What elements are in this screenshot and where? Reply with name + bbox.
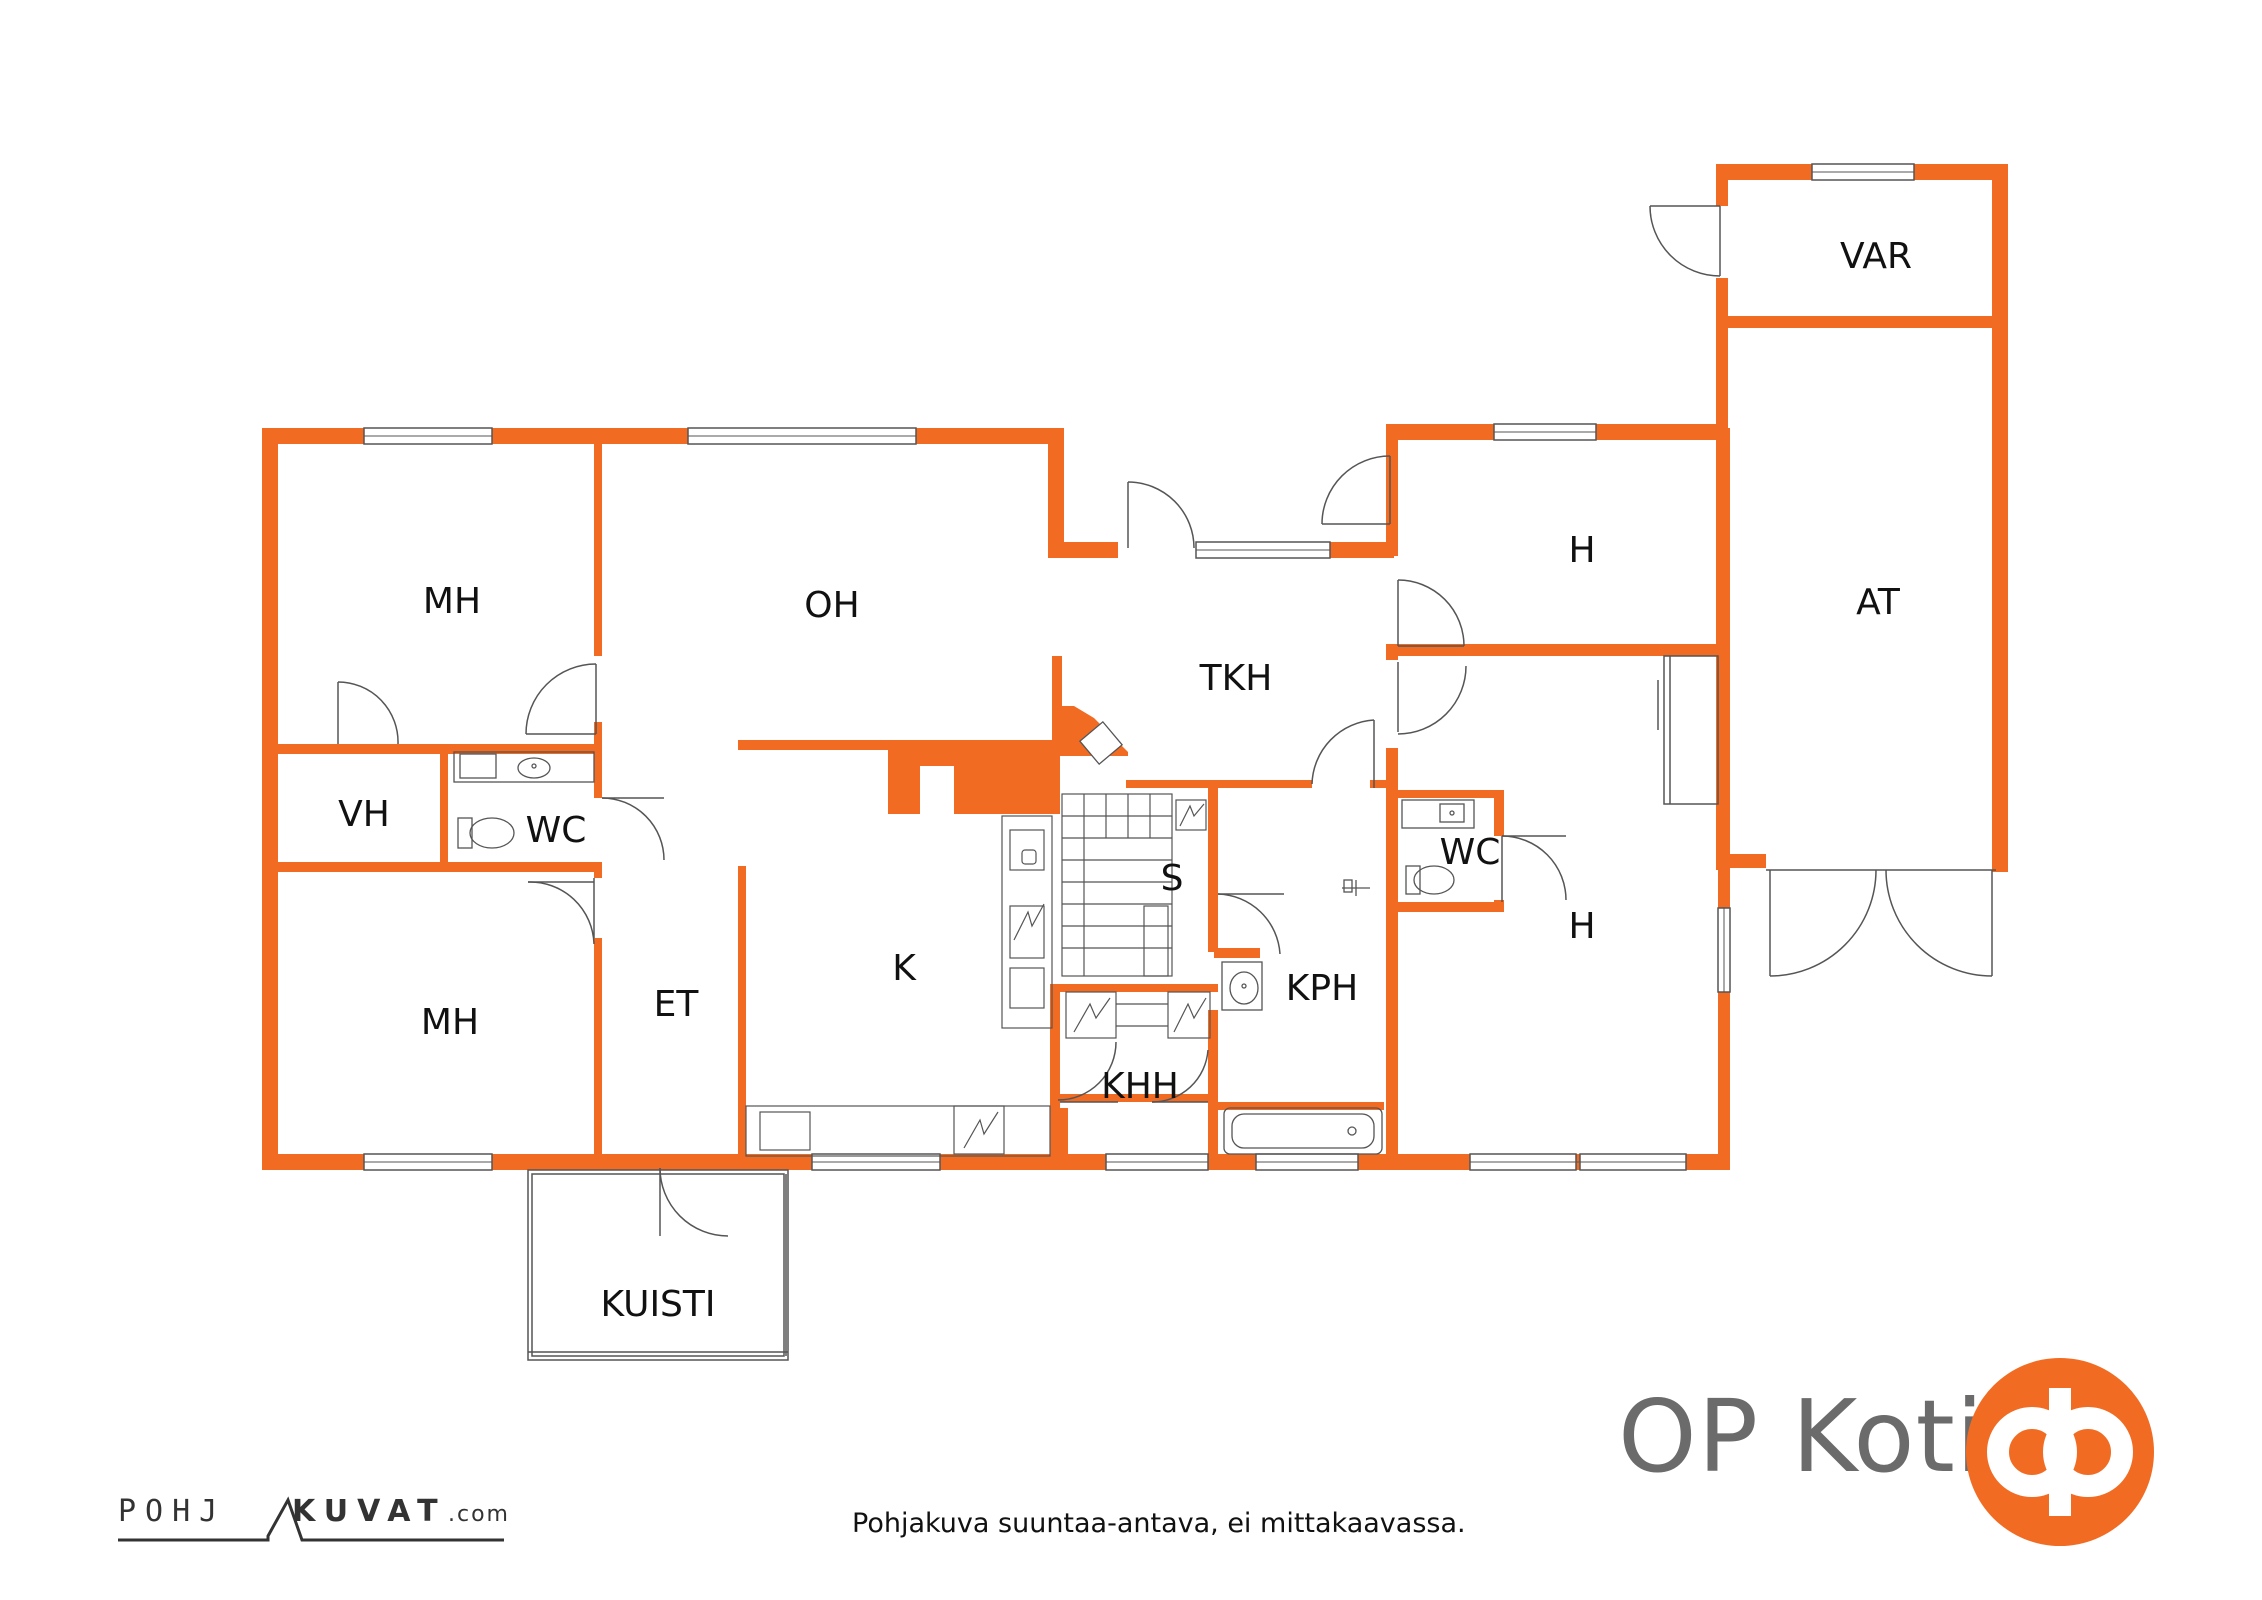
label-kph: KPH <box>1286 968 1358 1009</box>
label-var: VAR <box>1840 236 1912 277</box>
brand-name: OP Koti <box>1618 1378 1985 1495</box>
sink-icon <box>1401 799 1475 829</box>
door-swing-icon <box>1217 893 1284 955</box>
sink-icon <box>1221 961 1263 1011</box>
label-wc-right: WC <box>1440 832 1501 873</box>
walls <box>262 164 2008 1170</box>
door-swing-icon <box>1311 719 1375 788</box>
kitchen-counters <box>745 815 1053 1157</box>
label-et: ET <box>654 984 700 1025</box>
laundry-appliances <box>1065 991 1211 1039</box>
watermark-text-a: POHJ <box>118 1494 227 1529</box>
door-swing-icon <box>337 681 399 745</box>
disclaimer-text: Pohjakuva suuntaa-antava, ei mittakaavas… <box>852 1508 1466 1539</box>
sink-icon <box>517 757 551 779</box>
door-swing-icon <box>1397 579 1465 647</box>
window-lines <box>364 171 1914 1163</box>
label-at: AT <box>1856 582 1901 623</box>
label-k: K <box>892 948 917 989</box>
doors <box>337 205 1996 1237</box>
label-khh: KHH <box>1101 1066 1179 1107</box>
label-wc-left: WC <box>526 810 587 851</box>
toilet-icon <box>1405 865 1455 895</box>
label-mh-bottom: MH <box>421 1002 479 1043</box>
label-tkh: TKH <box>1199 658 1273 699</box>
door-swing-icon <box>659 1167 729 1237</box>
bathtub-icon <box>1223 1107 1383 1155</box>
door-swing-icon <box>1151 1049 1209 1103</box>
label-h-top: H <box>1568 530 1595 571</box>
toilet-icon <box>457 817 515 849</box>
door-swing-icon <box>525 663 597 735</box>
door-swing-icon <box>1501 835 1567 902</box>
stairs-icon <box>1061 793 1207 977</box>
label-oh: OH <box>804 585 859 626</box>
label-h-right: H <box>1568 906 1595 947</box>
shower-icon <box>1342 879 1370 896</box>
pohjakuvat-logo <box>118 1496 504 1542</box>
op-logo-icon <box>1966 1358 2154 1546</box>
label-vh: VH <box>338 794 390 835</box>
kuisti-porch <box>527 1169 789 1361</box>
wardrobe <box>1657 655 1719 805</box>
label-s: S <box>1161 858 1184 899</box>
label-mh-top: MH <box>423 581 481 622</box>
watermark-text-c: .com <box>448 1502 510 1527</box>
bath-fixtures <box>453 751 1475 1155</box>
door-swing-icon <box>527 878 595 945</box>
door-swing-icon <box>1885 869 1993 977</box>
door-swing-icon <box>1649 205 1721 277</box>
door-swing-icon <box>1769 869 1877 977</box>
room-labels: MH OH TKH H VAR AT VH WC WC S K KPH H MH… <box>338 236 1912 1325</box>
door-swing-icon <box>601 797 665 861</box>
door-swing-icon <box>1397 662 1467 735</box>
watermark-text-b: KUVAT <box>292 1494 447 1529</box>
door-swing-icon <box>1321 455 1391 525</box>
door-swing-icon <box>1127 481 1195 549</box>
label-kuisti: KUISTI <box>600 1284 715 1325</box>
fireplace <box>920 720 1124 814</box>
door-swing-icon <box>1057 1041 1118 1103</box>
